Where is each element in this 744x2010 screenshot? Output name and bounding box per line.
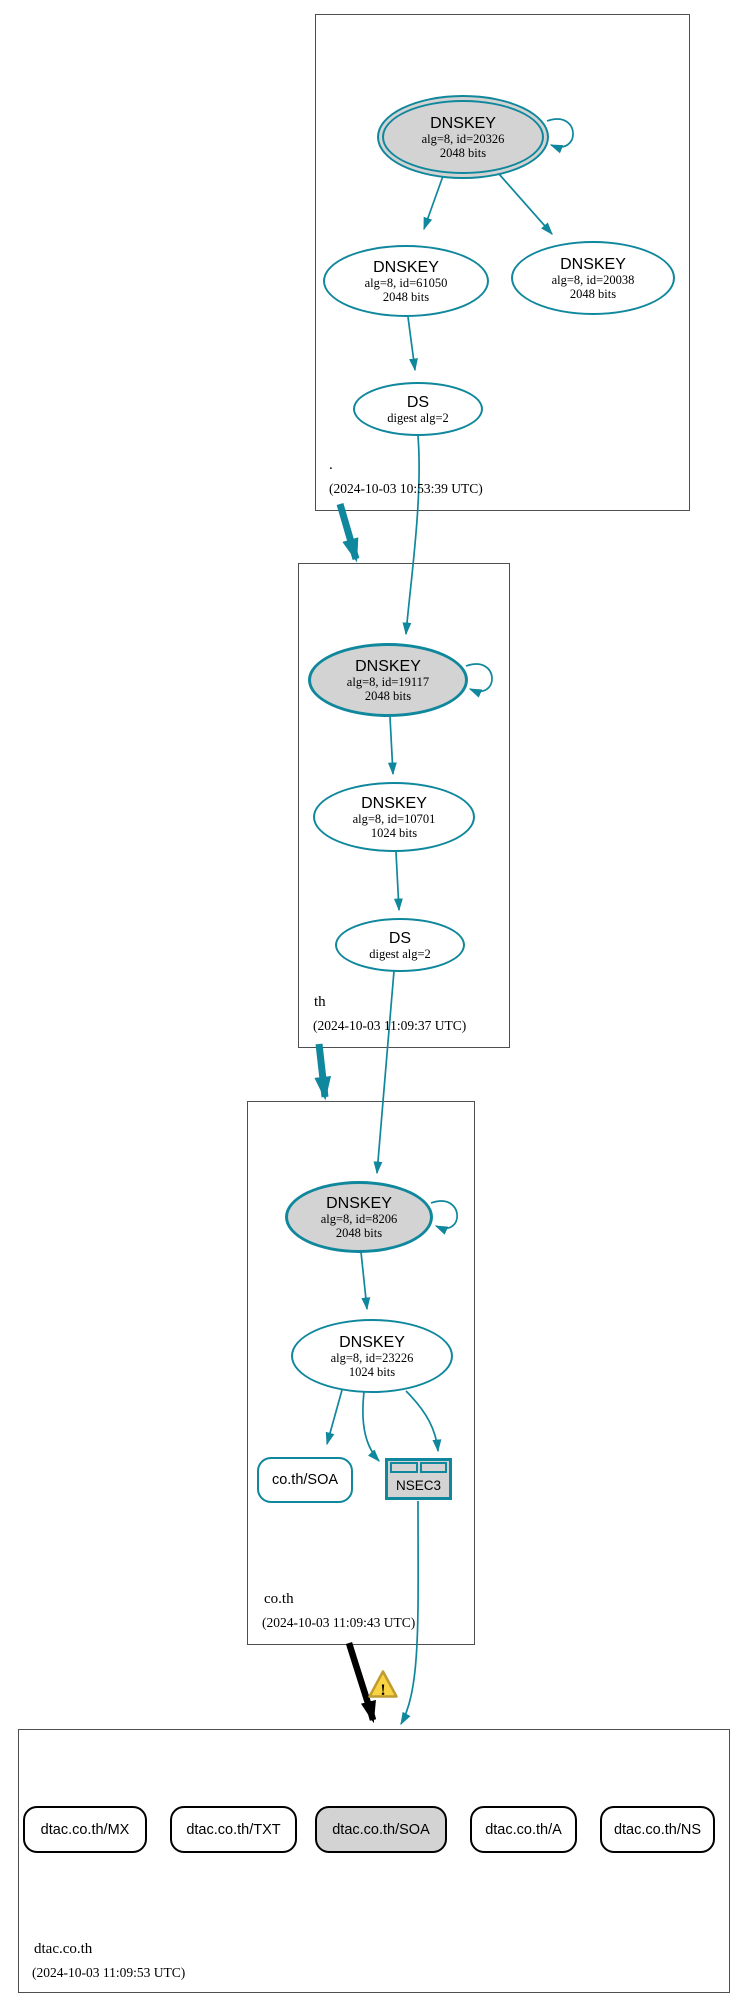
node-title: DNSKEY (361, 794, 427, 812)
nsec3-cell (419, 1462, 447, 1473)
node-dtac-ns-rrset[interactable]: dtac.co.th/NS (600, 1806, 715, 1853)
node-label: dtac.co.th/A (485, 1821, 562, 1838)
node-coth-soa-rrset[interactable]: co.th/SOA (257, 1457, 353, 1503)
nsec3-cell (390, 1462, 418, 1473)
node-label: dtac.co.th/MX (40, 1821, 130, 1838)
edge-root-to-th-delegation (336, 503, 360, 563)
node-label: dtac.co.th/SOA (332, 1821, 430, 1838)
zone-timestamp-th: (2024-10-03 11:09:37 UTC) (313, 1018, 467, 1033)
node-th-ds[interactable]: DS digest alg=2 (335, 918, 465, 972)
zone-box-th (298, 563, 510, 1048)
zone-box-root (315, 14, 690, 511)
node-detail: 1024 bits (370, 825, 418, 840)
node-detail: digest alg=2 (369, 946, 431, 961)
warning-icon[interactable]: ! (368, 1670, 398, 1700)
node-title: DNSKEY (430, 114, 496, 132)
node-detail: alg=8, id=20326 (421, 131, 505, 146)
node-detail: 2048 bits (335, 1225, 383, 1240)
zone-name-root: . (329, 457, 333, 473)
node-root-dnskey-20038[interactable]: DNSKEY alg=8, id=20038 2048 bits (511, 241, 675, 315)
node-title: DNSKEY (326, 1194, 392, 1212)
node-th-dnskey-ksk-19117[interactable]: DNSKEY alg=8, id=19117 2048 bits (308, 643, 468, 717)
node-coth-nsec3[interactable]: NSEC3 (385, 1458, 452, 1500)
node-root-dnskey-ksk-20326[interactable]: DNSKEY alg=8, id=20326 2048 bits (377, 95, 549, 179)
node-title: DNSKEY (339, 1333, 405, 1351)
node-label: dtac.co.th/NS (613, 1821, 702, 1838)
node-detail: 2048 bits (569, 286, 617, 301)
node-detail: alg=8, id=20038 (551, 272, 635, 287)
zone-name-coth: co.th (264, 1591, 294, 1607)
node-detail: alg=8, id=10701 (352, 811, 436, 826)
node-detail: alg=8, id=23226 (330, 1350, 414, 1365)
node-coth-dnskey-zsk-23226[interactable]: DNSKEY alg=8, id=23226 1024 bits (291, 1319, 453, 1393)
node-detail: digest alg=2 (387, 410, 449, 425)
warning-triangle (368, 1670, 398, 1698)
node-detail: 2048 bits (439, 145, 487, 160)
node-title: DNSKEY (373, 258, 439, 276)
zone-box-dtac (18, 1729, 730, 1993)
node-label: dtac.co.th/TXT (186, 1821, 281, 1838)
node-label: co.th/SOA (271, 1472, 339, 1488)
zone-name-th: th (314, 994, 326, 1010)
edge-th-to-coth-delegation (314, 1043, 332, 1101)
node-root-dnskey-zsk-61050[interactable]: DNSKEY alg=8, id=61050 2048 bits (323, 245, 489, 317)
node-detail: 1024 bits (348, 1364, 396, 1379)
node-dtac-soa-rrset[interactable]: dtac.co.th/SOA (315, 1806, 447, 1853)
node-title: DS (406, 393, 430, 411)
zone-timestamp-coth: (2024-10-03 11:09:43 UTC) (262, 1615, 416, 1630)
node-dtac-mx-rrset[interactable]: dtac.co.th/MX (23, 1806, 147, 1853)
node-detail: 2048 bits (382, 289, 430, 304)
node-title: DS (388, 929, 412, 947)
zone-timestamp-root: (2024-10-03 10:53:39 UTC) (329, 481, 483, 496)
node-detail: alg=8, id=61050 (364, 275, 448, 290)
node-title: DNSKEY (560, 255, 626, 273)
node-dtac-a-rrset[interactable]: dtac.co.th/A (470, 1806, 577, 1853)
node-detail: 2048 bits (364, 688, 412, 703)
nsec3-header-cells (390, 1462, 447, 1473)
zone-timestamp-dtac: (2024-10-03 11:09:53 UTC) (32, 1965, 186, 1980)
node-root-ds[interactable]: DS digest alg=2 (353, 382, 483, 436)
node-detail: alg=8, id=8206 (320, 1211, 398, 1226)
node-label: NSEC3 (395, 1477, 441, 1493)
node-detail: alg=8, id=19117 (346, 674, 430, 689)
node-title: DNSKEY (355, 657, 421, 675)
node-dtac-txt-rrset[interactable]: dtac.co.th/TXT (170, 1806, 297, 1853)
warning-exclamation: ! (380, 1682, 385, 1699)
node-coth-dnskey-ksk-8206[interactable]: DNSKEY alg=8, id=8206 2048 bits (285, 1181, 433, 1253)
node-th-dnskey-zsk-10701[interactable]: DNSKEY alg=8, id=10701 1024 bits (313, 782, 475, 852)
edge-coth-to-dtac-delegation-bogus (345, 1642, 377, 1724)
zone-name-dtac: dtac.co.th (34, 1941, 93, 1957)
